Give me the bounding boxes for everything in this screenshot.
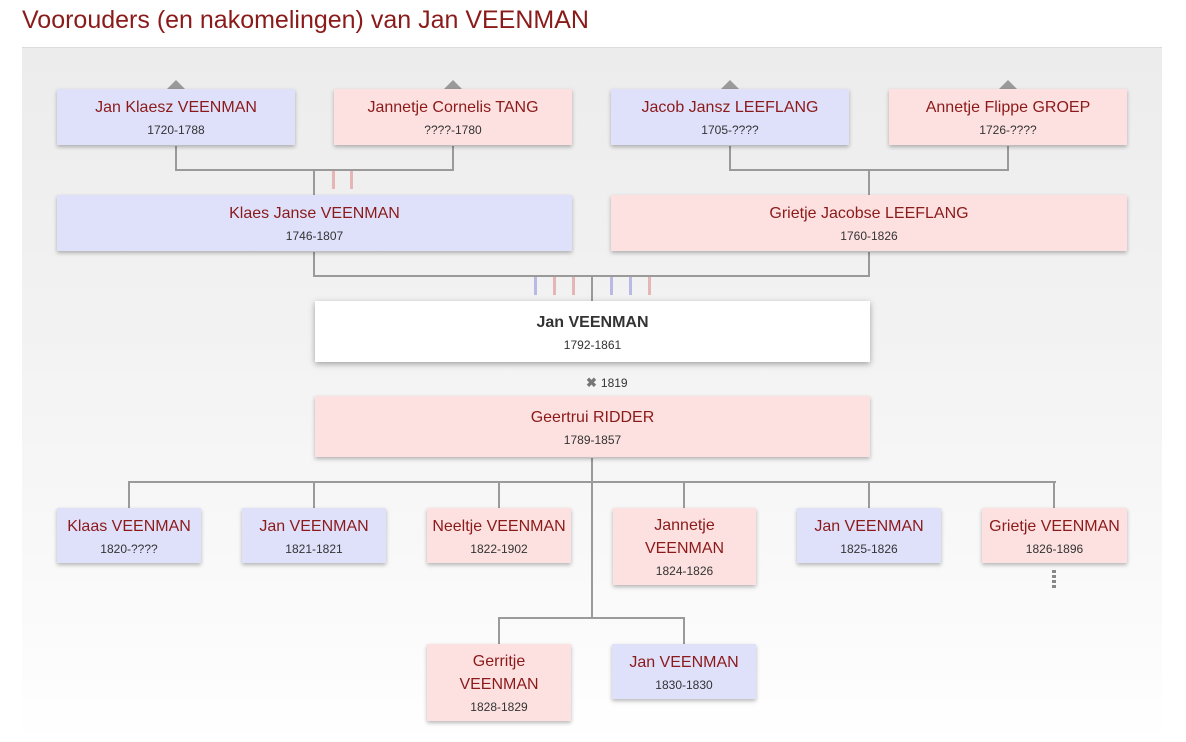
- connector-line: [683, 617, 685, 644]
- connector-line: [1007, 146, 1009, 170]
- person-dates: 1828-1829: [470, 700, 528, 714]
- connector-line: [591, 275, 593, 301]
- person-dates: 1789-1857: [563, 432, 622, 447]
- sibling-marker: [610, 277, 613, 295]
- sibling-marker: [629, 277, 632, 295]
- person-dates: 1746-1807: [285, 229, 344, 243]
- expand-ancestors-arrow-icon[interactable]: [443, 80, 463, 90]
- person-card-child[interactable]: Gerritje VEENMAN 1828-1829: [427, 644, 571, 721]
- expand-ancestors-arrow-icon[interactable]: [166, 80, 186, 90]
- person-name: Jan VEENMAN: [814, 517, 924, 535]
- person-dates: 1830-1830: [655, 677, 713, 692]
- connector-line: [868, 481, 870, 508]
- sibling-marker: [648, 277, 651, 295]
- person-dates: 1720-1788: [147, 123, 205, 137]
- connector-line: [1053, 481, 1055, 508]
- person-dates: 1760-1826: [840, 229, 898, 243]
- person-card-child[interactable]: Neeltje VEENMAN 1822-1902: [427, 508, 571, 563]
- page-title: Voorouders (en nakomelingen) van Jan VEE…: [22, 6, 589, 34]
- connector-line: [868, 169, 870, 195]
- person-card-child[interactable]: Jan VEENMAN 1825-1826: [797, 508, 941, 563]
- person-card-child[interactable]: Jannetje VEENMAN 1824-1826: [613, 508, 756, 585]
- person-dates: 1792-1861: [563, 337, 622, 352]
- person-dates: 1825-1826: [840, 541, 898, 556]
- person-name: Jannetje VEENMAN: [644, 517, 725, 557]
- person-card-subject[interactable]: Jan VEENMAN 1792-1861: [315, 301, 870, 362]
- person-dates: ????-1780: [424, 123, 482, 137]
- connector-line: [498, 617, 685, 619]
- person-dates: 1726-????: [979, 123, 1037, 137]
- connector-line: [683, 481, 685, 508]
- person-dates: 1821-1821: [285, 541, 343, 556]
- person-card-mother[interactable]: Grietje Jacobse LEEFLANG 1760-1826: [611, 195, 1127, 251]
- person-name: Jan VEENMAN: [629, 653, 739, 671]
- sibling-marker: [572, 277, 575, 295]
- person-card-child[interactable]: Klaas VEENMAN 1820-????: [57, 508, 201, 563]
- person-name: Jannetje Cornelis TANG: [367, 99, 539, 116]
- person-dates: 1820-????: [100, 541, 158, 556]
- person-name: Klaas VEENMAN: [67, 517, 191, 535]
- person-name: Jan VEENMAN: [536, 313, 649, 331]
- person-name: Neeltje VEENMAN: [432, 517, 566, 535]
- expand-ancestors-arrow-icon[interactable]: [720, 80, 740, 90]
- expand-ancestors-arrow-icon[interactable]: [998, 80, 1018, 90]
- person-card-spouse[interactable]: Geertrui RIDDER 1789-1857: [315, 396, 870, 457]
- connector-line: [128, 481, 130, 508]
- person-card-grandfather-maternal[interactable]: Jacob Jansz LEEFLANG 1705-????: [611, 89, 849, 145]
- connector-line: [591, 458, 593, 618]
- person-card-child[interactable]: Grietje VEENMAN 1826-1896: [982, 508, 1127, 563]
- sibling-marker: [350, 171, 353, 189]
- connector-line: [313, 252, 315, 276]
- person-name: Klaes Janse VEENMAN: [229, 205, 400, 222]
- connector-line: [128, 481, 1056, 483]
- person-name: Jacob Jansz LEEFLANG: [641, 99, 819, 116]
- person-dates: 1705-????: [701, 123, 759, 137]
- connector-line: [313, 169, 315, 195]
- person-name: Grietje VEENMAN: [989, 517, 1120, 535]
- person-card-grandmother-maternal[interactable]: Annetje Flippe GROEP 1726-????: [889, 89, 1127, 145]
- connector-line: [868, 252, 870, 276]
- person-card-father[interactable]: Klaes Janse VEENMAN 1746-1807: [57, 195, 572, 251]
- person-name: Grietje Jacobse LEEFLANG: [769, 205, 969, 222]
- person-name: Jan Klaesz VEENMAN: [95, 99, 257, 116]
- person-dates: 1824-1826: [655, 564, 714, 578]
- sibling-marker: [553, 277, 556, 295]
- person-name: Geertrui RIDDER: [530, 408, 655, 426]
- marriage-info: ✖ 1819: [586, 375, 628, 391]
- connector-line: [729, 146, 731, 170]
- marriage-icon: ✖: [586, 375, 597, 390]
- person-dates: 1826-1896: [1025, 541, 1084, 556]
- sibling-marker: [534, 277, 537, 295]
- connector-line: [313, 481, 315, 508]
- person-name: Annetje Flippe GROEP: [925, 99, 1091, 116]
- person-card-grandfather-paternal[interactable]: Jan Klaesz VEENMAN 1720-1788: [57, 89, 295, 145]
- person-card-child[interactable]: Jan VEENMAN 1821-1821: [242, 508, 386, 563]
- person-name: Gerritje VEENMAN: [459, 653, 539, 693]
- person-card-grandmother-paternal[interactable]: Jannetje Cornelis TANG ????-1780: [334, 89, 572, 145]
- sibling-marker: [332, 171, 335, 189]
- family-tree-panel: [22, 47, 1162, 742]
- marriage-year: 1819: [600, 376, 628, 390]
- person-dates: 1822-1902: [470, 541, 528, 556]
- connector-line: [452, 146, 454, 170]
- connector-line: [498, 481, 500, 508]
- connector-line: [175, 146, 177, 170]
- person-name: Jan VEENMAN: [259, 517, 369, 535]
- connector-line: [498, 617, 500, 644]
- expand-descendants-icon[interactable]: [1052, 570, 1056, 588]
- person-card-child[interactable]: Jan VEENMAN 1830-1830: [612, 644, 756, 699]
